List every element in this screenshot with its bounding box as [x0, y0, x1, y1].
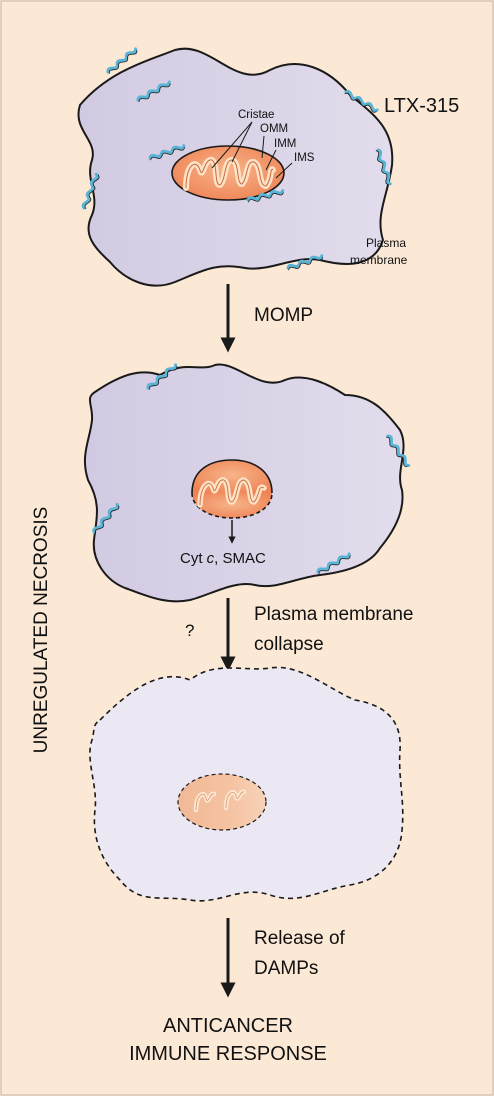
cell-2: Cyt c, SMAC [84, 363, 411, 603]
release-label-line2: DAMPs [254, 958, 318, 979]
ltx-315-label: LTX-315 [384, 95, 459, 117]
cyt-prefix: Cyt [180, 550, 207, 567]
mitochondrion-3 [177, 773, 267, 831]
cell-1-pointer-lines [211, 121, 293, 179]
ltx-315-peptides-cell-2 [92, 363, 411, 575]
ims-label: IMS [294, 152, 315, 164]
release-label-line1: Release of [254, 928, 346, 949]
imm-label: IMM [274, 138, 296, 150]
unregulated-necrosis-label: UNREGULATED NECROSIS [31, 507, 52, 754]
plasma-membrane-label-line1: Plasma [366, 236, 406, 250]
momp-label: MOMP [254, 305, 313, 326]
final-label-line2: IMMUNE RESPONSE [129, 1043, 327, 1065]
collapse-label-line1: Plasma membrane [254, 604, 413, 625]
ltx-315-peptides-cell-1 [81, 47, 392, 271]
cristae-label: Cristae [238, 109, 274, 121]
mitochondrion-1 [171, 145, 285, 201]
collapse-label-line2: collapse [254, 634, 324, 655]
final-label-line1: ANTICANCER [163, 1015, 293, 1037]
cell-3 [89, 666, 404, 902]
question-mark: ? [185, 621, 194, 640]
mitochondrion-2 [191, 459, 273, 519]
cyt-suffix: , SMAC [214, 550, 266, 567]
omm-label: OMM [260, 123, 288, 135]
cyt-italic: c [207, 550, 215, 567]
cyt-c-smac-label: Cyt c, SMAC [180, 550, 266, 567]
cell-1: LTX-315 Cristae OMM IMM IMS Plasma membr… [77, 47, 459, 287]
plasma-membrane-label-line2: membrane [350, 253, 408, 267]
